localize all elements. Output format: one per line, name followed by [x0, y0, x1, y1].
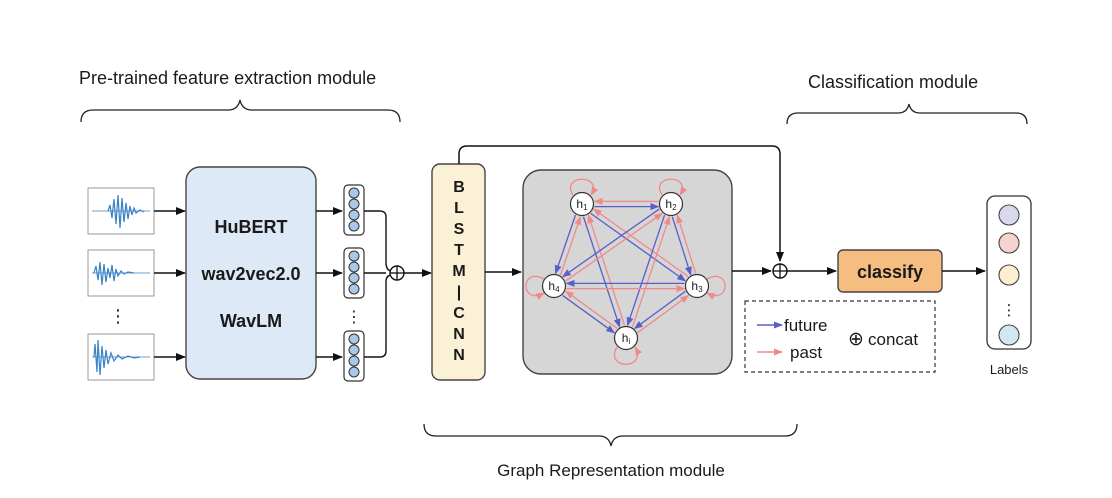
graph-node-h1: h1 [569, 191, 595, 217]
blstm-cnn-letters: B L S T M | C N N [452, 179, 465, 364]
graph-node-h2: h2 [658, 191, 684, 217]
self-loop-h1 [570, 178, 599, 196]
future-edge-h2-hi [626, 214, 666, 327]
waveform-input-3 [87, 333, 155, 381]
future-edge-h2-h3 [671, 216, 692, 276]
future-edge-h1-h3 [590, 212, 687, 282]
graph-node-h3: h3 [684, 273, 710, 299]
future-edge-h4-hi [562, 294, 616, 334]
node-subscript: 3 [698, 285, 703, 294]
waveform-input-1 [87, 187, 155, 235]
feature-vector-1 [343, 184, 365, 236]
cnn-letter: N [453, 347, 465, 364]
blstm-letter: T [454, 242, 464, 259]
blstm-separator: | [457, 284, 461, 301]
cnn-letter: C [453, 305, 465, 322]
past-edge-hi-h4 [564, 290, 618, 330]
feature-vector-2 [343, 247, 365, 299]
svg-text:h2: h2 [665, 197, 677, 212]
feature-ellipsis: ⋮ [346, 309, 362, 326]
self-loop-hi [614, 346, 642, 365]
future-edge-h3-hi [633, 290, 686, 330]
pretrained-brace [80, 99, 401, 123]
merge-line-1 [364, 210, 393, 272]
blstm-letter: B [453, 179, 465, 196]
past-edge-h3-h1 [592, 208, 689, 278]
node-subscript: 2 [672, 203, 677, 212]
node-subscript: 1 [583, 203, 588, 212]
past-edge-hi-h3 [637, 294, 690, 334]
label-circle-3 [998, 264, 1020, 286]
past-edge-h4-h2 [565, 212, 664, 282]
legend-future-label: future [784, 316, 827, 335]
graph-module-title: Graph Representation module [497, 461, 725, 480]
labels-caption: Labels [990, 362, 1029, 377]
node-base: h [576, 197, 583, 211]
graph-node-hi: hi [613, 325, 639, 351]
graph-edges [525, 178, 726, 365]
node-base: h [691, 279, 698, 293]
svg-text:h3: h3 [691, 279, 703, 294]
blstm-letter: L [454, 200, 464, 217]
legend-box [744, 300, 936, 373]
legend-past-label: past [790, 343, 822, 362]
self-loop-h4 [525, 275, 545, 300]
blstm-letter: S [454, 221, 465, 238]
label-circle-4 [998, 324, 1020, 346]
ssl-model-wavlm: WavLM [220, 311, 282, 331]
classification-module-title: Classification module [808, 72, 978, 92]
future-edge-h1-hi [582, 216, 621, 328]
legend-concat-label: concat [868, 330, 918, 349]
past-edge-h4-h1 [559, 215, 582, 276]
ssl-model-hubert: HuBERT [215, 217, 288, 237]
future-edge-h2-h4 [561, 208, 660, 278]
cnn-letter: N [453, 326, 465, 343]
graph-brace [423, 423, 798, 447]
blstm-letter: M [452, 263, 465, 280]
svg-text:h4: h4 [548, 279, 560, 294]
input-ellipsis: ⋮ [109, 306, 127, 326]
waveform-input-2 [87, 249, 155, 297]
past-edge-hi-h1 [587, 214, 626, 326]
self-loop-h2 [659, 178, 688, 196]
concat-symbol-1 [389, 265, 405, 281]
node-base: h [665, 197, 672, 211]
pretrained-module-title: Pre-trained feature extraction module [79, 68, 376, 88]
past-edge-h3-h2 [676, 214, 697, 274]
node-base: h [548, 279, 555, 293]
self-loop-h3 [706, 275, 726, 300]
labels-ellipsis: ⋮ [1002, 302, 1017, 319]
merge-line-3 [364, 274, 393, 358]
concat-symbol-2 [772, 263, 788, 279]
label-circle-2 [998, 232, 1020, 254]
graph-node-h4: h4 [541, 273, 567, 299]
node-subscript: i [628, 337, 630, 346]
feature-vector-3 [343, 330, 365, 382]
legend-concat-symbol: ⊕ [848, 329, 864, 350]
label-circle-1 [998, 204, 1020, 226]
skip-connection-arrow [458, 145, 784, 262]
future-edge-h1-h4 [554, 214, 577, 275]
classification-brace [786, 103, 1028, 125]
past-edge-hi-h2 [631, 215, 671, 328]
svg-text:h1: h1 [576, 197, 588, 212]
svg-text:hi: hi [622, 331, 631, 346]
node-subscript: 4 [555, 285, 560, 294]
node-base: h [622, 331, 629, 345]
ssl-model-wav2vec: wav2vec2.0 [200, 264, 300, 284]
classify-label: classify [857, 262, 923, 282]
